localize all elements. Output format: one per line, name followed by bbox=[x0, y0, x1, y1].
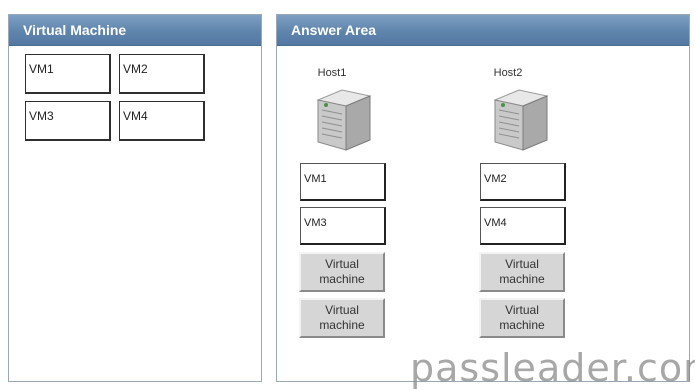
virtual-machine-panel-title: Virtual Machine bbox=[9, 15, 261, 46]
host1-slot[interactable]: VM1 bbox=[300, 163, 386, 201]
host1-slot[interactable]: VM3 bbox=[300, 207, 386, 245]
source-vm-item[interactable]: VM4 bbox=[119, 101, 205, 141]
host2-placeholder[interactable]: Virtual machine bbox=[479, 252, 565, 292]
server-icon bbox=[316, 89, 372, 151]
source-vm-item[interactable]: VM3 bbox=[25, 101, 111, 141]
source-vm-item[interactable]: VM2 bbox=[119, 54, 205, 94]
host2-slot[interactable]: VM2 bbox=[480, 163, 566, 201]
host2-slot[interactable]: VM4 bbox=[480, 207, 566, 245]
source-vm-item[interactable]: VM1 bbox=[25, 54, 111, 94]
host1-label: Host1 bbox=[317, 67, 347, 79]
panel-divider bbox=[264, 14, 274, 382]
host2-placeholder[interactable]: Virtual machine bbox=[479, 298, 565, 338]
server-icon bbox=[493, 89, 549, 151]
answer-area-panel-title: Answer Area bbox=[277, 15, 689, 46]
host1-placeholder[interactable]: Virtual machine bbox=[299, 252, 385, 292]
watermark: passleader.com bbox=[410, 346, 695, 390]
host1-placeholder[interactable]: Virtual machine bbox=[299, 298, 385, 338]
host2-label: Host2 bbox=[493, 67, 523, 79]
